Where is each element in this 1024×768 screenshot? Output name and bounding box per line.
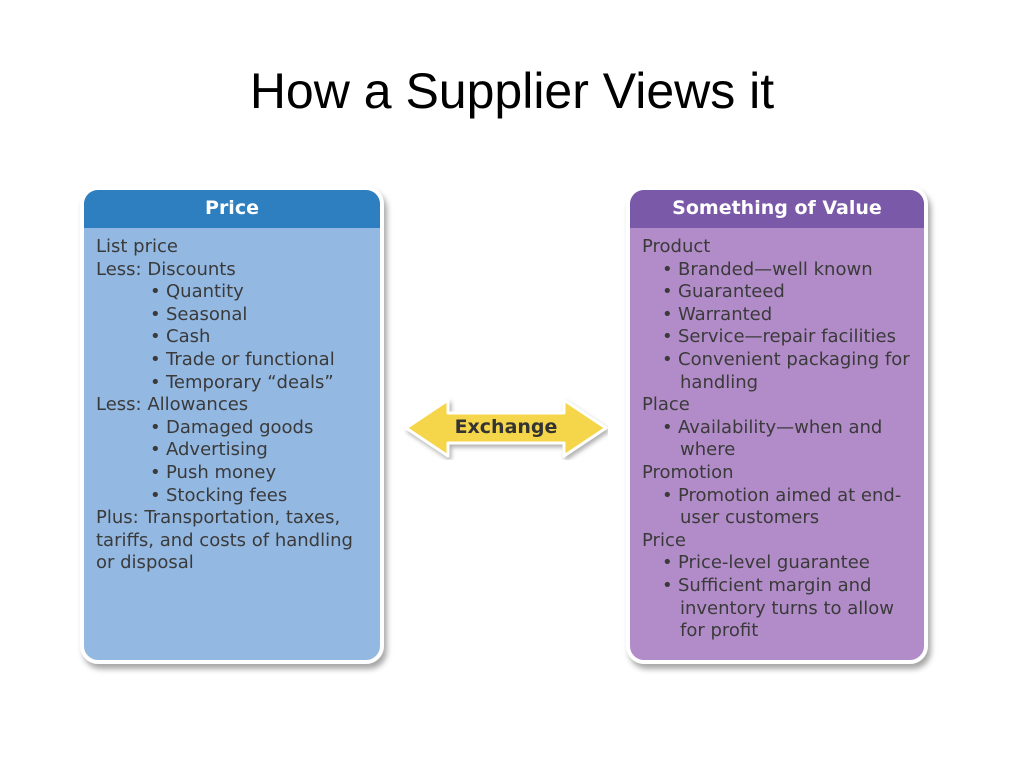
bullet-icon: • [662,303,673,325]
list-item: user customers [680,507,820,529]
list-item: •Availability—when and [662,416,883,438]
list-item: Price [642,529,686,551]
list-item: •Price-level guarantee [662,552,870,574]
bullet-icon: • [662,281,673,303]
list-item: •Push money [150,461,277,483]
value-card: Something of Value Product •Branded—well… [626,186,928,664]
list-item: •Seasonal [150,303,248,325]
exchange-arrow: Exchange [404,396,608,460]
bullet-icon: • [150,416,161,438]
list-item: inventory turns to allow [680,597,895,619]
list-item: •Convenient packaging for [662,348,910,370]
list-item: •Warranted [662,303,773,325]
list-item: Promotion [642,461,734,483]
bullet-icon: • [662,348,673,370]
bullet-icon: • [150,371,161,393]
price-card: Price List price Less: Discounts •Quanti… [80,186,384,664]
page-title: How a Supplier Views it [249,63,775,119]
list-item: Less: Discounts [96,258,236,280]
list-item: •Advertising [150,439,268,461]
bullet-icon: • [150,281,161,303]
exchange-label: Exchange [454,416,558,438]
list-item: •Promotion aimed at end- [662,484,902,506]
list-item: Plus: Transportation, taxes, tariffs, an… [96,507,353,574]
list-item: •Trade or functional [150,348,335,370]
list-item: for profit [680,620,759,642]
bullet-icon: • [150,303,161,325]
list-item: •Temporary “deals” [150,371,334,393]
list-item: •Stocking fees [150,484,288,506]
bullet-icon: • [662,416,673,438]
list-item: •Branded—well known [662,258,873,280]
list-item: Product [642,236,711,257]
list-item: •Quantity [150,281,244,303]
bullet-icon: • [662,326,673,348]
bullet-icon: • [662,258,673,280]
list-item: •Sufficient margin and [662,574,872,596]
bullet-icon: • [150,348,161,370]
bullet-icon: • [150,326,161,348]
price-card-header: Price [84,190,380,228]
price-card-body: List price Less: Discounts •Quantity •Se… [84,228,380,575]
list-item: List price [96,236,178,257]
list-item: •Guaranteed [662,281,785,303]
double-arrow-icon [404,398,608,458]
bullet-icon: • [662,484,673,506]
value-card-body: Product •Branded—well known •Guaranteed … [630,228,924,643]
list-item: •Cash [150,326,211,348]
list-item: Less: Allowances [96,394,249,416]
bullet-icon: • [150,439,161,461]
bullet-icon: • [150,461,161,483]
list-item: handling [680,371,759,393]
list-item: where [680,439,736,461]
bullet-icon: • [662,574,673,596]
list-item: •Damaged goods [150,416,314,438]
bullet-icon: • [662,552,673,574]
list-item: Place [642,394,690,416]
list-item: •Service—repair facilities [662,326,896,348]
value-card-header: Something of Value [630,190,924,228]
bullet-icon: • [150,484,161,506]
